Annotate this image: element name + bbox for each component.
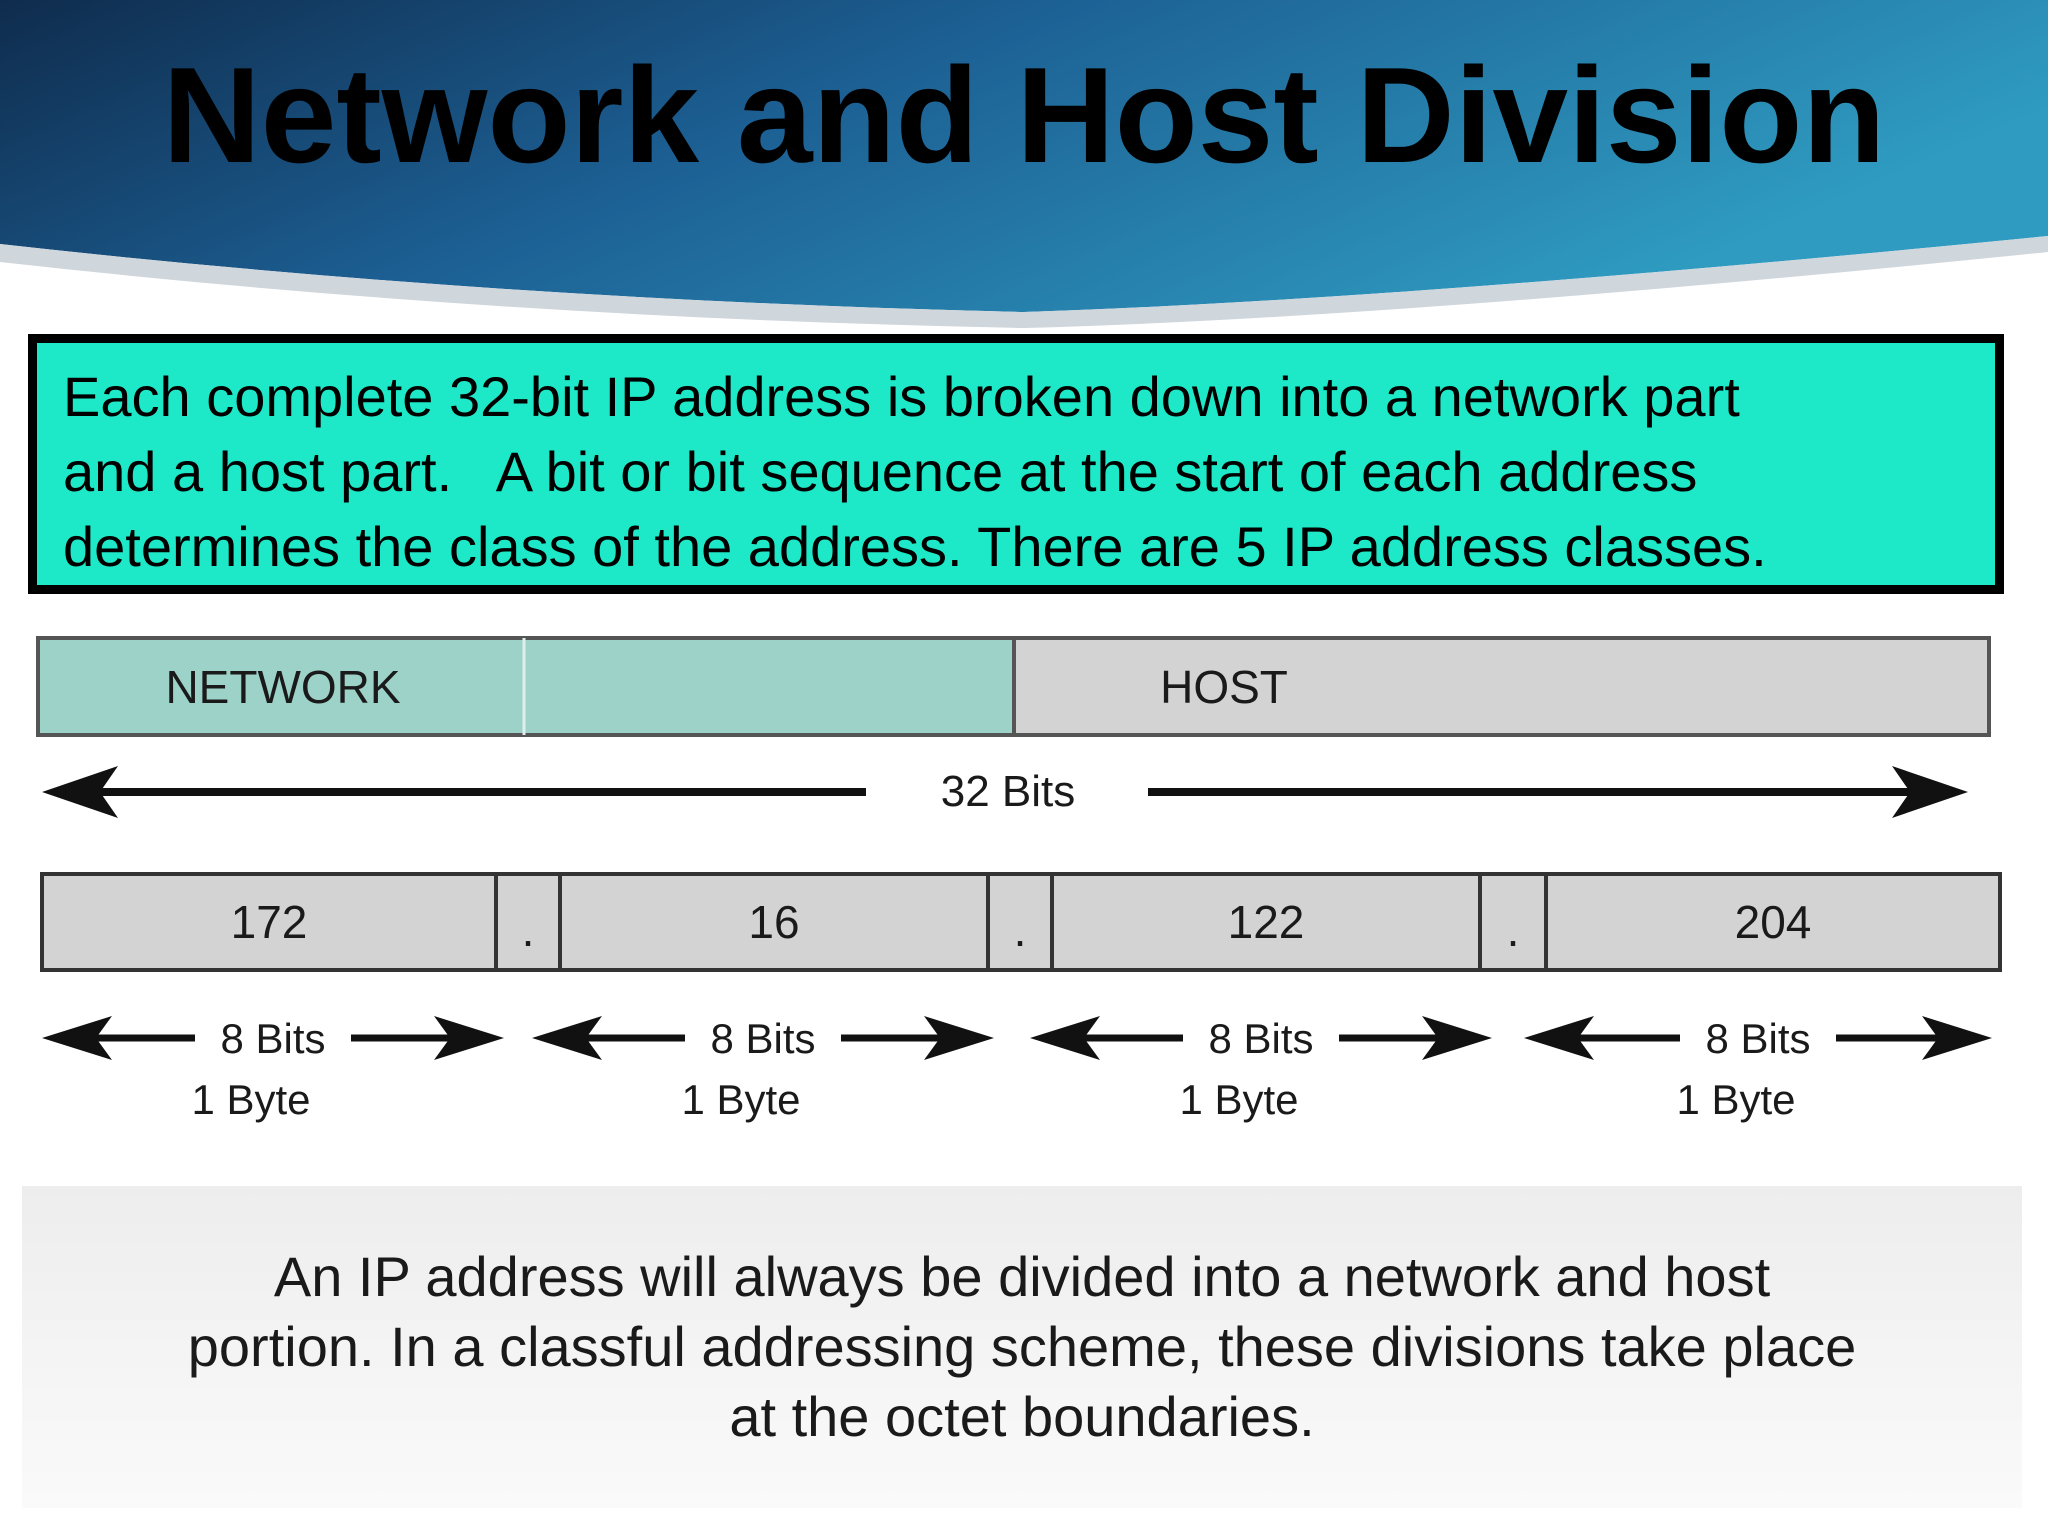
octet-bits-label: 8 Bits bbox=[1208, 1015, 1313, 1062]
network-portion-bar bbox=[36, 636, 1016, 737]
octet-separator-box bbox=[986, 872, 1054, 972]
caption-line: portion. In a classful addressing scheme… bbox=[187, 1315, 1857, 1378]
intro-line: and a host part. A bit or bit sequence a… bbox=[63, 440, 1698, 503]
arrow-right-icon bbox=[1922, 1016, 1992, 1060]
octet-bits-arrow: 8 Bits 1 Byte bbox=[532, 1015, 994, 1123]
octet-bits-label: 8 Bits bbox=[220, 1015, 325, 1062]
intro-line: determines the class of the address. The… bbox=[63, 515, 1767, 578]
octet-row: ... 172 16 122 204 bbox=[40, 872, 2002, 972]
arrow-left-icon bbox=[1524, 1016, 1594, 1060]
total-bits-arrow bbox=[42, 766, 1968, 818]
octet-bits-label: 8 Bits bbox=[710, 1015, 815, 1062]
octet-value: 204 bbox=[1735, 896, 1812, 948]
arrow-right-icon bbox=[434, 1016, 504, 1060]
total-bits-label: 32 Bits bbox=[941, 767, 1076, 816]
octet-separator-dot: . bbox=[1507, 904, 1520, 956]
header-band bbox=[0, 0, 2048, 328]
octet-bytes-label: 1 Byte bbox=[1676, 1076, 1795, 1123]
arrow-left-icon bbox=[42, 766, 118, 818]
caption-line: An IP address will always be divided int… bbox=[273, 1245, 1771, 1308]
octet-separator-box bbox=[494, 872, 562, 972]
octet-bits-arrow: 8 Bits 1 Byte bbox=[1030, 1015, 1492, 1123]
slide-title: Network and Host Division bbox=[162, 39, 1886, 191]
octet-value: 16 bbox=[748, 896, 799, 948]
caption-panel: An IP address will always be divided int… bbox=[22, 1186, 2022, 1508]
octet-bytes-label: 1 Byte bbox=[681, 1076, 800, 1123]
intro-box: Each complete 32-bit IP address is broke… bbox=[28, 334, 2004, 594]
octet-separator-dot: . bbox=[522, 904, 535, 956]
caption-text: An IP address will always be divided int… bbox=[22, 1242, 2022, 1452]
arrow-left-icon bbox=[532, 1016, 602, 1060]
host-label: HOST bbox=[1160, 661, 1288, 713]
arrow-right-icon bbox=[924, 1016, 994, 1060]
octet-value: 172 bbox=[231, 896, 308, 948]
arrow-right-icon bbox=[1892, 766, 1968, 818]
octet-bits-arrow: 8 Bits 1 Byte bbox=[1524, 1015, 1992, 1123]
arrow-left-icon bbox=[1030, 1016, 1100, 1060]
arrow-right-icon bbox=[1422, 1016, 1492, 1060]
octet-bytes-label: 1 Byte bbox=[191, 1076, 310, 1123]
octet-bits-arrow: 8 Bits 1 Byte bbox=[42, 1015, 504, 1123]
ip-address-diagram: NETWORK HOST 32 Bits ... 172 16 122 204 8 Bi… bbox=[36, 636, 2002, 1123]
octet-value: 122 bbox=[1228, 896, 1305, 948]
caption-line: at the octet boundaries. bbox=[729, 1385, 1315, 1448]
octet-bits-label: 8 Bits bbox=[1705, 1015, 1810, 1062]
network-label: NETWORK bbox=[165, 661, 400, 713]
intro-line: Each complete 32-bit IP address is broke… bbox=[63, 365, 1740, 428]
host-portion-bar bbox=[1012, 636, 1991, 737]
octet-separator-box bbox=[1478, 872, 1548, 972]
octet-separator-dot: . bbox=[1014, 904, 1027, 956]
arrow-left-icon bbox=[42, 1016, 112, 1060]
octet-bytes-label: 1 Byte bbox=[1179, 1076, 1298, 1123]
